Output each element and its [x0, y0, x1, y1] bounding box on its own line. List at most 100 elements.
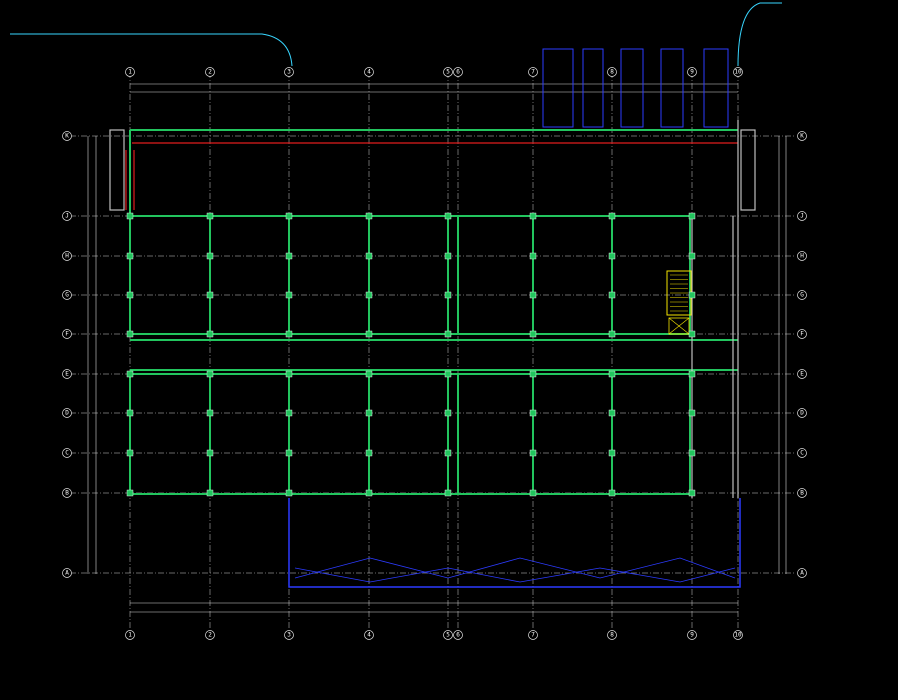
- column-marker: [126, 449, 134, 457]
- column-marker: [529, 252, 537, 260]
- column-marker: [285, 449, 293, 457]
- svg-text:1: 1: [128, 632, 132, 639]
- column-marker: [206, 291, 214, 299]
- axis-bubble-row-left: K: [62, 131, 72, 141]
- axis-bubble-column-bottom: 6: [453, 630, 463, 640]
- column-marker: [126, 409, 134, 417]
- svg-text:K: K: [65, 133, 69, 140]
- svg-text:C: C: [800, 450, 804, 457]
- axis-bubble-row-left: E: [62, 369, 72, 379]
- axis-bubble-row-right: A: [797, 568, 807, 578]
- axis-bubble-column-bottom: 2: [205, 630, 215, 640]
- axis-bubble-column-bottom: 7: [528, 630, 538, 640]
- column-marker: [444, 212, 452, 220]
- svg-text:9: 9: [690, 632, 694, 639]
- column-marker: [365, 212, 373, 220]
- axis-bubble-row-left: G: [62, 290, 72, 300]
- axis-bubble-column-bottom: 5: [443, 630, 453, 640]
- column-marker: [688, 252, 696, 260]
- svg-text:E: E: [800, 371, 804, 378]
- axis-bubble-column-top: 10: [733, 67, 743, 77]
- axis-bubble-column-top: 4: [364, 67, 374, 77]
- svg-text:10: 10: [734, 632, 742, 639]
- svg-text:4: 4: [367, 632, 371, 639]
- axis-bubble-column-bottom: 9: [687, 630, 697, 640]
- column-marker: [608, 489, 616, 497]
- svg-text:1: 1: [128, 69, 132, 76]
- axis-bubble-column-top: 2: [205, 67, 215, 77]
- column-marker: [444, 291, 452, 299]
- axis-bubble-row-right: F: [797, 329, 807, 339]
- upper-corridor-red-walls: [125, 142, 738, 210]
- axis-bubble-row-right: E: [797, 369, 807, 379]
- axis-bubble-row-right: J: [797, 211, 807, 221]
- column-marker: [529, 212, 537, 220]
- svg-text:3: 3: [287, 632, 291, 639]
- svg-text:5: 5: [446, 632, 450, 639]
- column-marker: [365, 291, 373, 299]
- column-marker: [206, 489, 214, 497]
- column-marker: [285, 489, 293, 497]
- column-marker: [608, 370, 616, 378]
- axis-bubble-row-left: A: [62, 568, 72, 578]
- column-marker: [365, 449, 373, 457]
- column-marker: [285, 370, 293, 378]
- column-marker: [285, 291, 293, 299]
- svg-text:A: A: [800, 570, 804, 577]
- column-marker: [608, 330, 616, 338]
- column-marker: [206, 212, 214, 220]
- column-marker: [126, 252, 134, 260]
- column-marker: [285, 330, 293, 338]
- column-marker: [365, 489, 373, 497]
- structural-columns: [126, 212, 696, 497]
- svg-text:8: 8: [610, 69, 614, 76]
- svg-text:7: 7: [531, 632, 535, 639]
- axis-bubble-column-top: 9: [687, 67, 697, 77]
- svg-text:H: H: [65, 253, 69, 260]
- column-marker: [608, 252, 616, 260]
- svg-text:2: 2: [208, 69, 212, 76]
- axis-bubble-column-bottom: 1: [125, 630, 135, 640]
- east-wall-grey: [109, 120, 756, 498]
- svg-text:2: 2: [208, 632, 212, 639]
- column-marker: [126, 212, 134, 220]
- site-boundary-curve-right: [737, 2, 782, 67]
- svg-text:F: F: [65, 331, 69, 338]
- svg-text:6: 6: [456, 69, 460, 76]
- axis-bubble-column-bottom: 8: [607, 630, 617, 640]
- axis-bubble-row-left: J: [62, 211, 72, 221]
- column-marker: [126, 291, 134, 299]
- column-marker: [444, 330, 452, 338]
- axis-bubble-row-right: K: [797, 131, 807, 141]
- column-marker: [365, 370, 373, 378]
- column-marker: [529, 409, 537, 417]
- axis-bubble-column-bottom: 3: [284, 630, 294, 640]
- svg-text:D: D: [65, 410, 69, 417]
- axis-bubble-row-right: C: [797, 448, 807, 458]
- axis-bubble-row-left: B: [62, 488, 72, 498]
- svg-text:B: B: [800, 490, 804, 497]
- axis-bubble-column-top: 8: [607, 67, 617, 77]
- column-marker: [608, 291, 616, 299]
- axis-bubble-row-right: H: [797, 251, 807, 261]
- column-marker: [444, 489, 452, 497]
- column-marker: [126, 489, 134, 497]
- svg-text:D: D: [800, 410, 804, 417]
- svg-text:G: G: [65, 292, 69, 299]
- svg-text:5: 5: [446, 69, 450, 76]
- column-marker: [444, 449, 452, 457]
- svg-text:7: 7: [531, 69, 535, 76]
- axis-bubble-column-bottom: 10: [733, 630, 743, 640]
- axis-bubble-row-right: G: [797, 290, 807, 300]
- column-marker: [285, 212, 293, 220]
- roof-canopy-blue: [542, 48, 729, 128]
- axis-bubble-row-left: F: [62, 329, 72, 339]
- svg-text:A: A: [65, 570, 69, 577]
- svg-text:3: 3: [287, 69, 291, 76]
- axis-bubble-column-top: 7: [528, 67, 538, 77]
- column-marker: [608, 409, 616, 417]
- column-marker: [688, 291, 696, 299]
